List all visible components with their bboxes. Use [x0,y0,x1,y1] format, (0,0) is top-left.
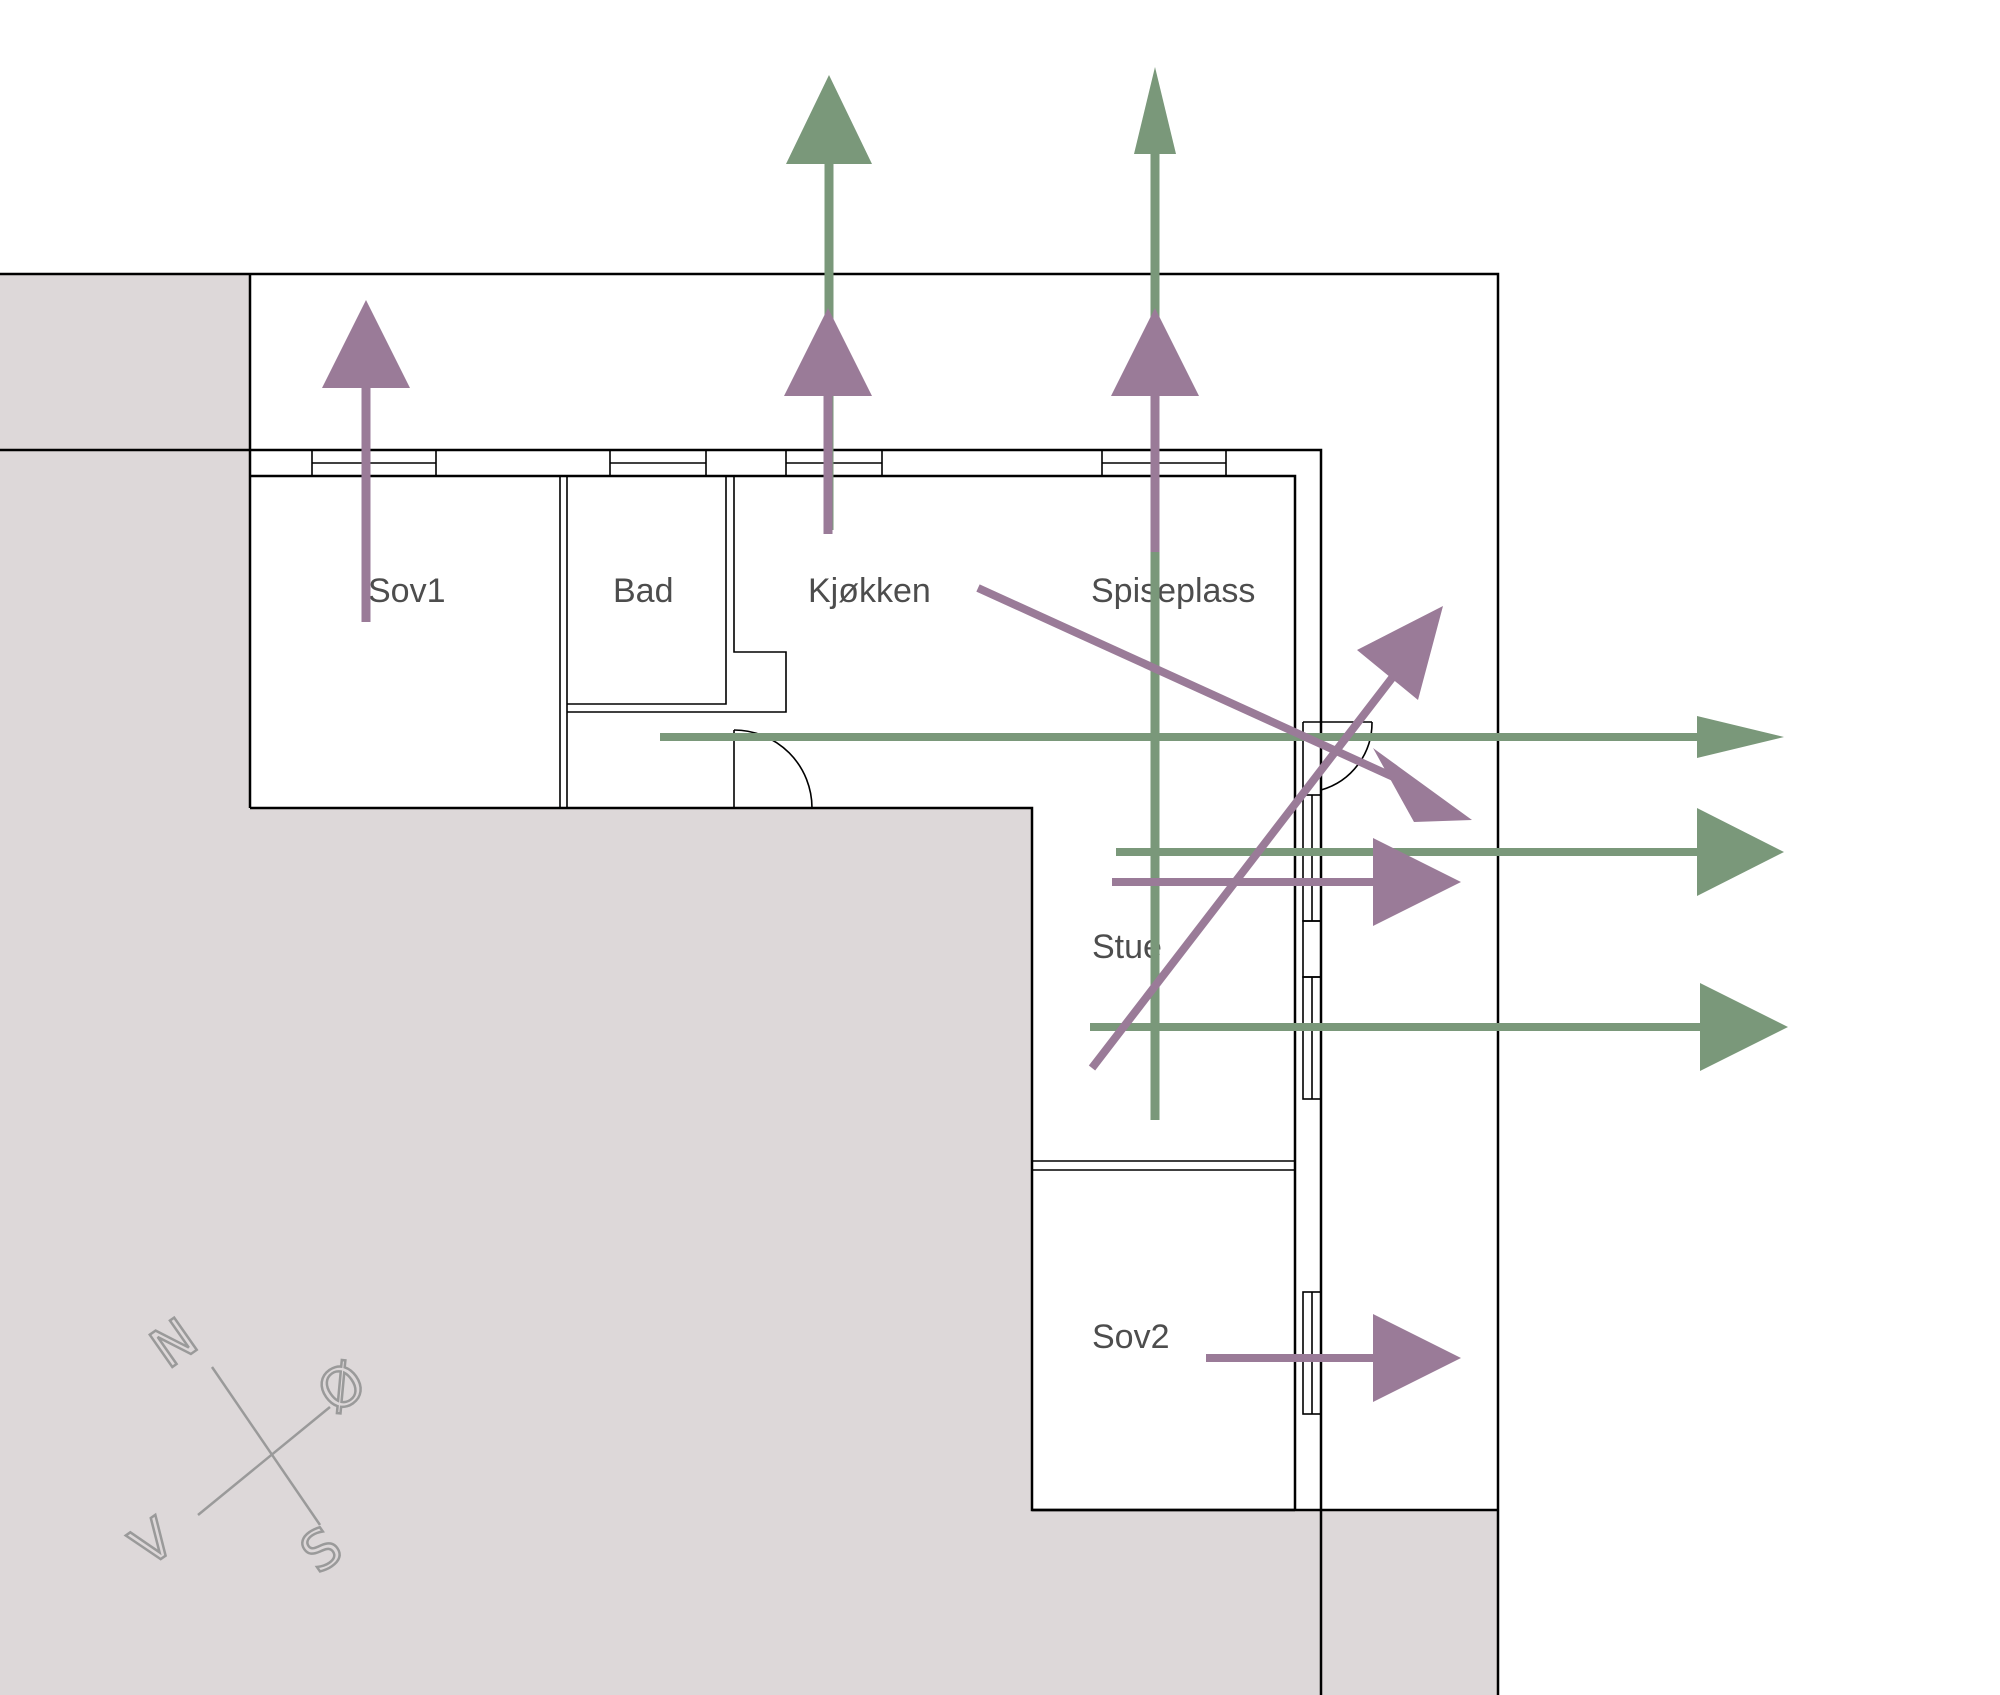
interior-walls [559,476,1295,1171]
room-label-spiseplass: Spiseplass [1091,572,1255,610]
north-windows [311,449,1227,477]
purple-arrow-north-spiseplass [1111,308,1199,552]
purple-arrow-north-sov1 [322,300,410,622]
room-labels: Sov1 Bad Kjøkken Spiseplass Stue Sov2 [368,572,1255,1356]
purple-arrow-north-kjokken [784,308,872,534]
purple-light-arrows [322,300,1472,1402]
east-windows [1302,794,1322,1415]
green-view-arrows [660,67,1788,1120]
room-label-stue: Stue [1092,928,1162,966]
purple-arrow-east-stue [1112,838,1461,926]
green-arrow-east-1 [660,716,1784,758]
green-arrow-east-2 [1116,808,1784,896]
green-arrow-north-spiseplass [1134,67,1176,1120]
room-label-bad: Bad [613,572,674,610]
room-label-kjokken: Kjøkken [808,572,931,610]
purple-arrow-diagonal-southeast [976,584,1472,822]
purple-arrow-diagonal-northeast [1088,606,1443,1071]
room-label-sov1: Sov1 [368,572,446,610]
green-arrow-east-3 [1090,983,1788,1071]
surrounding-ground [0,274,1498,1695]
purple-arrow-east-sov2 [1206,1314,1461,1402]
room-label-sov2: Sov2 [1092,1318,1170,1356]
exterior-walls [250,448,1323,1512]
